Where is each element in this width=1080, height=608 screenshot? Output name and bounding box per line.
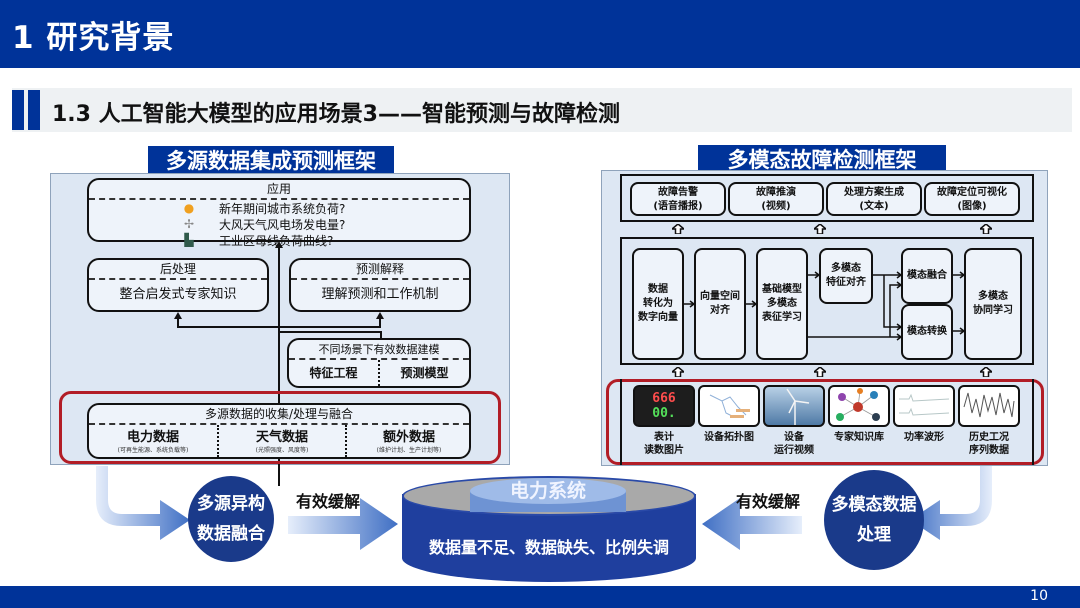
explain-header: 预测解释 [291, 260, 469, 280]
fusion-header: 多源数据的收集/处理与融合 [89, 405, 469, 425]
power-system-cylinder: 电力系统 数据量不足、数据缺失、比例失调 [402, 476, 696, 586]
connector-line [177, 316, 179, 327]
process-vectorize: 数据 转化为 数字向量 [632, 248, 684, 360]
right-mitigate-label: 有效缓解 [736, 492, 801, 511]
topology-diagram-icon [698, 385, 760, 427]
data-issues-label: 数据量不足、数据缺失、比例失调 [428, 538, 669, 557]
process-feature-align: 多模态 特征对齐 [819, 248, 873, 304]
process-collaborative-learning: 多模态 协同学习 [964, 248, 1022, 360]
subtitle-marker [12, 90, 24, 130]
multi-source-fusion-circle: 多源异构 数据融合 [188, 476, 274, 562]
flow-arrows [96, 466, 992, 550]
highlight-frame [606, 379, 1044, 465]
page-title: 1 研究背景 [12, 20, 175, 56]
section-subtitle: 1.3 人工智能大模型的应用场景3——智能预测与故障检测 [52, 102, 620, 127]
left-panel-title: 多源数据集成预测框架 [148, 146, 394, 176]
postprocess-body: 整合启发式专家知识 [119, 287, 237, 302]
wind-turbine-icon: ✢ [183, 217, 195, 231]
arrow-up-icon [275, 241, 283, 248]
process-modal-transform: 模态转换 [901, 304, 953, 360]
application-item: ● 新年期间城市系统负荷? [89, 200, 469, 216]
source-historical-series: 历史工况 序列数据 [957, 385, 1021, 457]
hollow-arrow-up-icon [814, 367, 826, 377]
waveform-icon [893, 385, 955, 427]
lightbulb-icon: ● [183, 201, 195, 215]
process-connectors [684, 271, 966, 341]
subtitle-marker [28, 90, 40, 130]
title-bar [0, 0, 1080, 68]
weather-data: 天气数据 (光照强度、风度等) [255, 430, 309, 454]
connector-line [177, 326, 381, 328]
explain-body: 理解预测和工作机制 [321, 287, 439, 302]
application-header: 应用 [89, 180, 469, 200]
factory-icon: ▙ [184, 233, 194, 247]
highlight-frame [59, 391, 501, 464]
subtitle-bar [12, 88, 1072, 132]
power-data: 电力数据 (可再生能源、系统负载等) [117, 430, 189, 454]
feature-engineering: 特征工程 [309, 366, 358, 380]
left-panel: 应用 ● 新年期间城市系统负荷? ✢ 大风天气风电场发电量? ▙ 工业区母线负荷… [50, 173, 510, 486]
power-system-label: 电力系统 [470, 478, 626, 504]
application-item: ▙ 工业区母线负荷曲线? [89, 232, 469, 248]
page-number: 10 [1030, 588, 1048, 604]
application-box: 应用 ● 新年期间城市系统负荷? ✢ 大风天气风电场发电量? ▙ 工业区母线负荷… [87, 178, 471, 248]
hollow-arrow-up-icon [672, 367, 684, 377]
prediction-model: 预测模型 [400, 366, 449, 380]
source-equipment-video: 设备 运行视频 [762, 385, 826, 457]
output-plan-generation: 处理方案生成 (文本) [826, 182, 922, 216]
left-mitigate-label: 有效缓解 [296, 492, 361, 511]
hollow-arrow-up-icon [980, 367, 992, 377]
source-meter-image: 666 00. 表计 读数图片 [632, 385, 696, 457]
footer-bar [0, 586, 1080, 608]
knowledge-graph-icon [828, 385, 890, 427]
hollow-arrow-up-icon [814, 224, 826, 234]
source-power-waveform: 功率波形 [892, 385, 956, 444]
postprocess-header: 后处理 [89, 260, 267, 280]
source-topology: 设备拓扑图 [697, 385, 761, 444]
fusion-box: 多源数据的收集/处理与融合 电力数据 (可再生能源、系统负载等) 天气数据 (光… [87, 403, 471, 459]
output-frame: 故障告警 (语音播报) 故障推演 (视频) 处理方案生成 (文本) 故障定位可视… [620, 174, 1034, 222]
right-panel: 故障告警 (语音播报) 故障推演 (视频) 处理方案生成 (文本) 故障定位可视… [601, 170, 1048, 466]
modeling-box: 不同场景下有效数据建模 特征工程 预测模型 [287, 338, 471, 388]
postprocess-box: 后处理 整合启发式专家知识 [87, 258, 269, 312]
output-fault-deduction: 故障推演 (视频) [728, 182, 824, 216]
arrow-up-icon [376, 312, 384, 319]
explain-box: 预测解释 理解预测和工作机制 [289, 258, 471, 312]
source-knowledge-base: 专家知识库 [827, 385, 891, 444]
connector-line [379, 316, 381, 327]
modeling-header: 不同场景下有效数据建模 [289, 340, 469, 360]
process-modal-fusion: 模态融合 [901, 248, 953, 304]
hollow-arrow-up-icon [980, 224, 992, 234]
output-fault-visualization: 故障定位可视化 (图像) [924, 182, 1020, 216]
meter-display-icon: 666 00. [633, 385, 695, 427]
connector-line [380, 331, 382, 339]
process-frame: 数据 转化为 数字向量 向量空间 对齐 基础模型 多模态 表征学习 多模态 特征… [620, 237, 1034, 365]
arrow-up-icon [174, 312, 182, 319]
multimodal-processing-circle: 多模态数据 处理 [824, 470, 924, 570]
wind-turbine-photo-icon [763, 385, 825, 427]
connector-line [278, 246, 280, 486]
time-series-icon [958, 385, 1020, 427]
connector-line [278, 331, 382, 333]
hollow-arrow-up-icon [672, 224, 684, 234]
output-fault-alarm: 故障告警 (语音播报) [630, 182, 726, 216]
application-item: ✢ 大风天气风电场发电量? [89, 216, 469, 232]
extra-data: 额外数据 (维护计划、生产计划等) [376, 430, 442, 454]
process-representation-learning: 基础模型 多模态 表征学习 [756, 248, 808, 360]
